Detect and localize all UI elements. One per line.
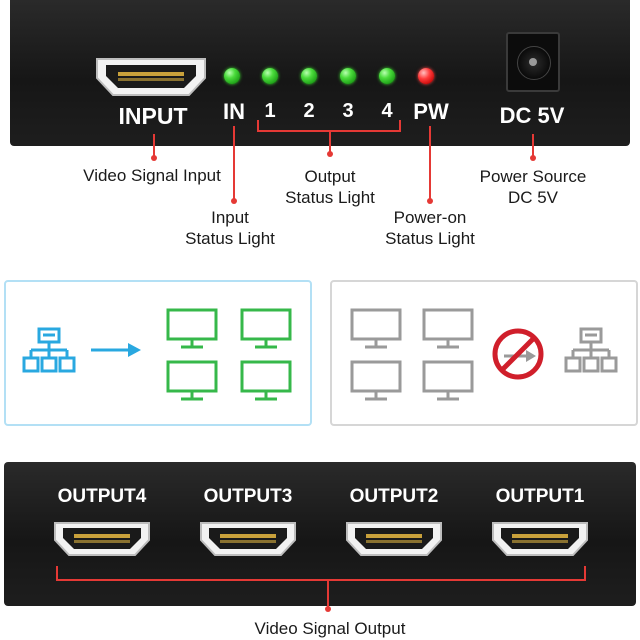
output-led-2 [301, 68, 317, 84]
output-status-callout-dot [327, 151, 333, 157]
monitor-icon [422, 360, 474, 401]
output-callout-bracket-right [584, 566, 586, 580]
monitor-icon [422, 308, 474, 349]
input-status-line-2: Status Light [185, 229, 275, 248]
output-led-1 [262, 68, 278, 84]
power-source-line-1: Power Source [479, 167, 587, 186]
output-status-callout: Output Status Light [270, 166, 390, 208]
output-callout-line [327, 579, 329, 607]
output-callout-bracket-left [56, 566, 58, 580]
output-status-callout-line [329, 130, 331, 154]
output-bracket-left [257, 120, 259, 132]
video-input-callout: Video Signal Input [83, 166, 221, 185]
monitor-icon [350, 360, 402, 401]
output3-label: OUTPUT3 [203, 486, 293, 507]
monitor-icon [350, 308, 402, 349]
video-input-callout-line [153, 134, 155, 160]
monitor-icon [240, 308, 292, 349]
input-led [224, 68, 240, 84]
dc-power-jack [506, 32, 560, 92]
input-status-line-1: Input [211, 208, 249, 227]
input-status-callout: Input Status Light [170, 207, 290, 249]
unsupported-panel [330, 280, 638, 426]
input-port-label: INPUT [118, 103, 188, 129]
output1-label: OUTPUT1 [495, 486, 585, 507]
power-source-callout-dot [530, 155, 536, 161]
power-on-callout: Power-on Status Light [370, 207, 490, 249]
power-on-line-1: Power-on [393, 208, 467, 227]
output-bracket-right [399, 120, 401, 132]
led-label-1: 1 [264, 100, 276, 122]
power-on-line-2: Status Light [385, 229, 475, 248]
power-on-callout-dot [427, 198, 433, 204]
output-led-3 [340, 68, 356, 84]
output2-label: OUTPUT2 [349, 486, 439, 507]
video-input-callout-dot [151, 155, 157, 161]
network-hub-icon [22, 327, 76, 373]
power-source-line-2: DC 5V [507, 188, 559, 207]
power-source-callout: Power Source DC 5V [468, 166, 598, 208]
power-led [418, 68, 434, 84]
power-source-callout-line [532, 134, 534, 160]
network-hub-icon [564, 327, 618, 373]
hdmi-output1-port [492, 522, 588, 556]
monitor-icon [166, 308, 218, 349]
hdmi-output3-port [200, 522, 296, 556]
power-on-callout-line [429, 126, 431, 202]
dc-label: DC 5V [499, 103, 565, 128]
input-status-callout-dot [231, 198, 237, 204]
output-status-line-2: Status Light [285, 188, 375, 207]
output-callout-bracket-bottom [56, 579, 586, 581]
hdmi-input-port [96, 58, 206, 96]
pw-label: PW [413, 99, 449, 124]
no-sign-icon [492, 328, 544, 380]
monitor-icon [240, 360, 292, 401]
hdmi-output2-port [346, 522, 442, 556]
led-label-4: 4 [381, 100, 393, 122]
input-status-callout-line [233, 126, 235, 202]
output-status-line-1: Output [304, 167, 356, 186]
arrow-right-icon [91, 343, 141, 357]
supported-panel [4, 280, 312, 426]
in-label: IN [223, 99, 245, 124]
output-callout-dot [325, 606, 331, 612]
led-label-3: 3 [342, 100, 354, 122]
led-label-2: 2 [303, 100, 315, 122]
monitor-icon [166, 360, 218, 401]
output-led-4 [379, 68, 395, 84]
hdmi-output4-port [54, 522, 150, 556]
video-output-caption: Video Signal Output [254, 619, 406, 638]
output4-label: OUTPUT4 [57, 486, 147, 507]
